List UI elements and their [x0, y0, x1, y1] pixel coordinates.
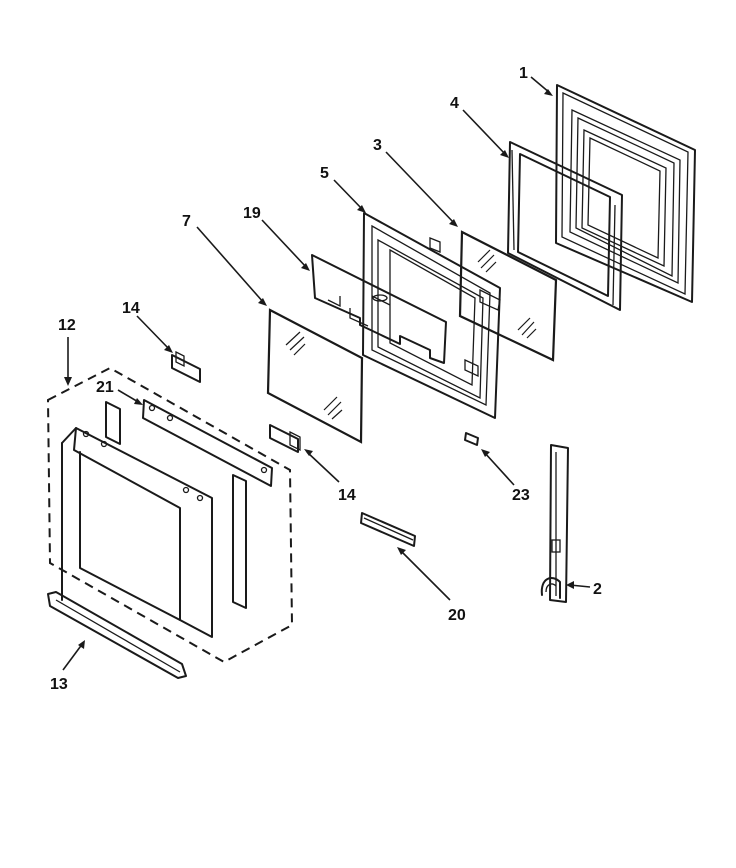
trim-strip: [360, 512, 416, 547]
callout-part-14-lower: 14: [338, 487, 356, 504]
glass-pack-frame: [362, 212, 501, 419]
callout-part-23: 23: [512, 487, 530, 504]
door-outer-panel: [555, 84, 696, 303]
callout-part-2: 2: [593, 581, 602, 598]
door-brace: [142, 399, 273, 487]
clip-lower: [269, 424, 301, 453]
small-clip: [464, 432, 479, 446]
door-insulation-shield: [311, 254, 447, 364]
callout-part-4: 4: [450, 95, 459, 112]
callout-part-14-upper: 14: [122, 300, 140, 317]
door-assembly-outline: [46, 366, 294, 664]
callout-part-20: 20: [448, 607, 466, 624]
door-face-panel: [61, 427, 213, 638]
side-strip-left: [105, 401, 121, 445]
callout-part-19: 19: [243, 205, 261, 222]
callout-part-5: 5: [320, 165, 329, 182]
callout-part-7: 7: [182, 213, 191, 230]
door-bottom-trim: [47, 591, 187, 679]
door-frame: [507, 141, 623, 311]
outer-glass-panel: [266, 308, 364, 444]
door-hinge: [540, 444, 569, 603]
leader-lines: [62, 76, 591, 671]
clip-upper: [171, 350, 201, 383]
callout-part-1: 1: [519, 65, 528, 82]
callout-part-3: 3: [373, 137, 382, 154]
inner-glass-panel: [458, 230, 558, 362]
callout-part-12: 12: [58, 317, 76, 334]
side-strip-right: [232, 474, 247, 609]
callout-part-13: 13: [50, 676, 68, 693]
callout-part-21: 21: [96, 379, 114, 396]
